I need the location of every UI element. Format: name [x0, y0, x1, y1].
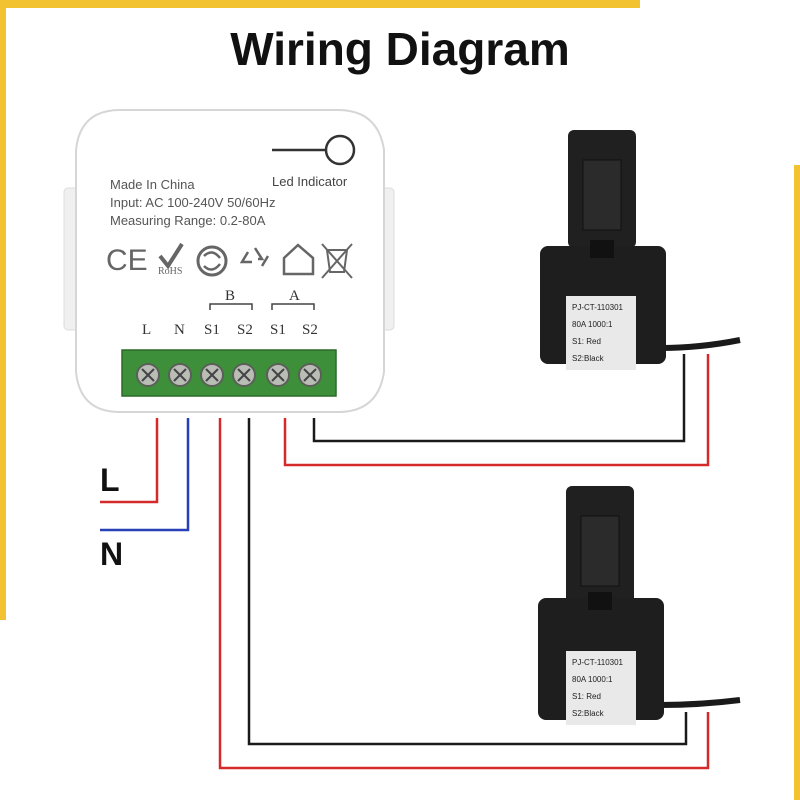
- b-s2-wire: [247, 418, 688, 746]
- upper-ct-rating: 80A 1000:1: [572, 320, 613, 329]
- led-indicator-label: Led Indicator: [272, 174, 348, 189]
- lower-ct-rating: 80A 1000:1: [572, 675, 613, 684]
- terminal-screws: [136, 363, 322, 387]
- lower-ct-clamp-latch: [580, 515, 620, 587]
- group-b-bracket: [209, 303, 253, 310]
- screw-slot: [237, 368, 251, 382]
- top-accent-bar: [0, 0, 640, 8]
- device-body: [75, 109, 385, 413]
- lower-ct-core: [588, 592, 612, 610]
- upper-ct-wiring: S1: Red S2:Black: [572, 337, 604, 363]
- right-accent-bar: [794, 165, 800, 800]
- screw-slot: [303, 368, 317, 382]
- a-s1-wire: [283, 354, 710, 467]
- screw-slot: [205, 368, 219, 382]
- terminal-label-a-s2: S2: [302, 322, 318, 338]
- terminal-label-b-s2: S2: [237, 322, 253, 338]
- spec-made-in: Made In China: [110, 177, 195, 192]
- group-a-bracket: [271, 303, 315, 310]
- lower-ct-cable: [659, 697, 741, 708]
- upper-ct-core: [590, 240, 614, 258]
- upper-ct-cable: [659, 337, 741, 351]
- line-label: L: [100, 462, 120, 498]
- spec-range: Measuring Range: 0.2-80A: [110, 213, 266, 228]
- line-wire: [100, 418, 159, 504]
- green-dot-icon: [196, 245, 228, 277]
- terminal-label-b-s1: S1: [204, 322, 220, 338]
- lower-ct-wiring: S1: Red S2:Black: [572, 692, 604, 718]
- check-icon: [158, 242, 184, 270]
- group-b-label: B: [225, 288, 236, 304]
- recycle-icon: [239, 247, 270, 267]
- terminal-label-a-s1: S1: [270, 322, 286, 338]
- screw-slot: [141, 368, 155, 382]
- lower-ct-label: PJ-CT-110301 80A 1000:1 S1: Red S2:Black: [566, 651, 636, 725]
- terminal-label-l: L: [142, 322, 152, 338]
- screw-slot: [271, 368, 285, 382]
- a-s2-wire: [312, 354, 686, 443]
- rohs-mark: RoHS: [158, 266, 183, 277]
- upper-ct-label: PJ-CT-110301 80A 1000:1 S1: Red S2:Black: [566, 296, 636, 370]
- ce-mark: CE: [106, 244, 148, 277]
- screw-slot: [173, 368, 187, 382]
- lower-ct-model: PJ-CT-110301: [572, 658, 623, 667]
- neutral-label: N: [100, 536, 124, 572]
- spec-input: Input: AC 100-240V 50/60Hz: [110, 195, 276, 210]
- group-a-label: A: [289, 288, 300, 304]
- b-s1-wire: [218, 418, 710, 770]
- upper-ct-model: PJ-CT-110301: [572, 303, 623, 312]
- upper-ct-clamp-latch: [582, 159, 622, 231]
- terminal-label-n: N: [174, 322, 185, 338]
- diagram-title: Wiring Diagram: [230, 23, 570, 75]
- weee-bin-icon: [321, 243, 353, 279]
- house-icon: [282, 243, 315, 276]
- neutral-wire: [100, 418, 190, 532]
- led-indicator-icon: [324, 134, 356, 166]
- left-accent-bar: [0, 0, 6, 620]
